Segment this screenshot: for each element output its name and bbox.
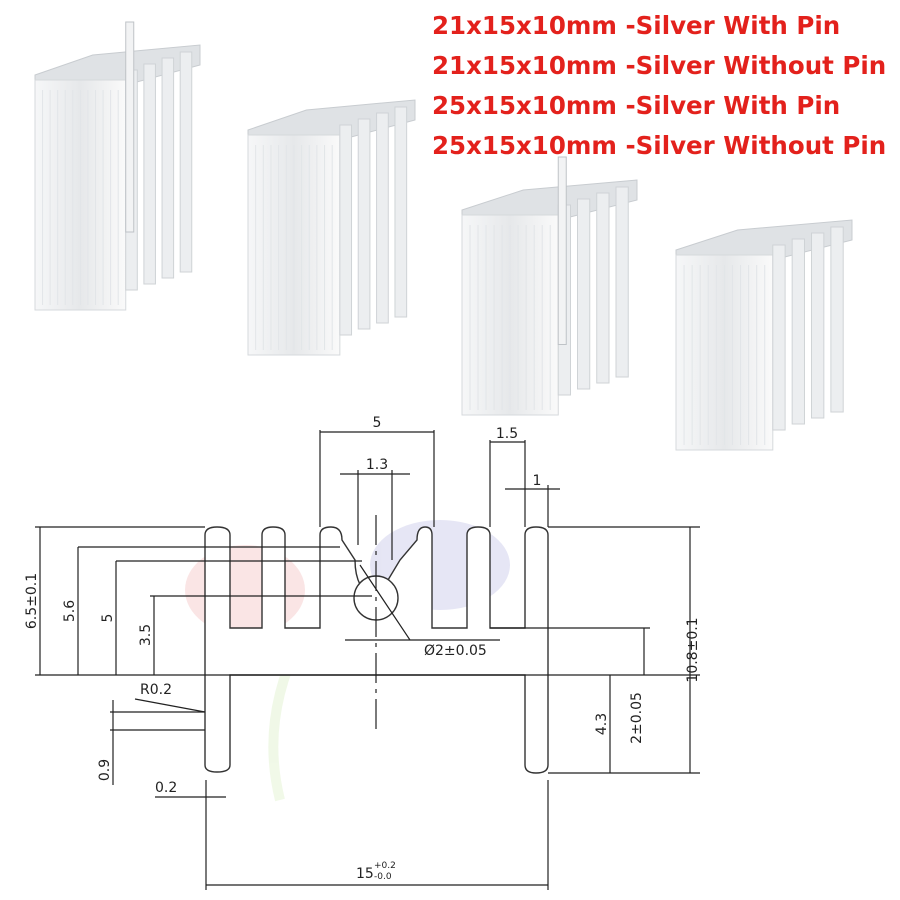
heatsink-fin [791, 238, 805, 425]
variant-item: 25x15x10mm -Silver With Pin [432, 91, 841, 120]
mounting-pin [125, 21, 135, 233]
dim-hole-gap: 1.3 [366, 457, 388, 473]
heatsink-fin [811, 232, 825, 419]
dim-offset: 0.2 [155, 780, 177, 796]
dim-height-right: 10.8±0.1 [685, 617, 701, 682]
variant-item: 21x15x10mm -Silver Without Pin [432, 51, 887, 80]
dim-hole-diameter: Ø2±0.05 [424, 643, 487, 659]
heatsink-fin [357, 118, 371, 330]
heatsink-fin [772, 244, 786, 431]
dim-base-thickness: 2±0.05 [629, 692, 645, 744]
dim-width-tol-upper: +0.2 [374, 861, 396, 871]
heatsink-25mm-with-pin [461, 156, 638, 416]
dim-step: 0.9 [97, 759, 113, 781]
dim-slot-width: 5 [373, 415, 382, 431]
dim-height-3-5: 3.5 [138, 624, 154, 646]
heatsink-21mm-without-pin [247, 99, 416, 356]
mounting-pin [557, 156, 567, 345]
dim-fin-gap: 1.5 [496, 426, 518, 442]
dim-fin-thickness: 1 [533, 473, 542, 489]
variant-list: 21x15x10mm -Silver With Pin 21x15x10mm -… [432, 6, 886, 166]
dim-height-5: 5 [100, 614, 116, 623]
dim-width: 15 [356, 866, 374, 882]
dim-radius: R0.2 [140, 682, 172, 698]
heatsink-fin [596, 192, 610, 384]
heatsink-25mm-without-pin [675, 219, 853, 451]
variant-item: 21x15x10mm -Silver With Pin [432, 11, 841, 40]
heatsink-fin [830, 226, 844, 413]
heatsink-fin [615, 186, 629, 378]
variant-item: 25x15x10mm -Silver Without Pin [432, 131, 887, 160]
heatsink-fin [143, 63, 156, 285]
heatsink-fin [394, 106, 408, 318]
heatsink-fin [179, 51, 193, 273]
dim-width-tol-lower: -0.0 [374, 872, 392, 882]
heatsink-fin [161, 57, 175, 279]
heatsink-profile [204, 526, 549, 774]
heatsink-fin [577, 198, 591, 390]
technical-drawing: 5 1.3 1.5 1 6.5±0.1 5.6 5 3.5 R0.2 0.9 0… [24, 415, 701, 890]
heatsink-21mm-with-pin [34, 21, 201, 311]
dim-height-5-6: 5.6 [62, 600, 78, 622]
heatsink-fin [339, 124, 353, 336]
dim-height-left: 6.5±0.1 [24, 573, 40, 629]
dim-lower-height: 4.3 [594, 713, 610, 735]
heatsink-fin [376, 112, 389, 324]
